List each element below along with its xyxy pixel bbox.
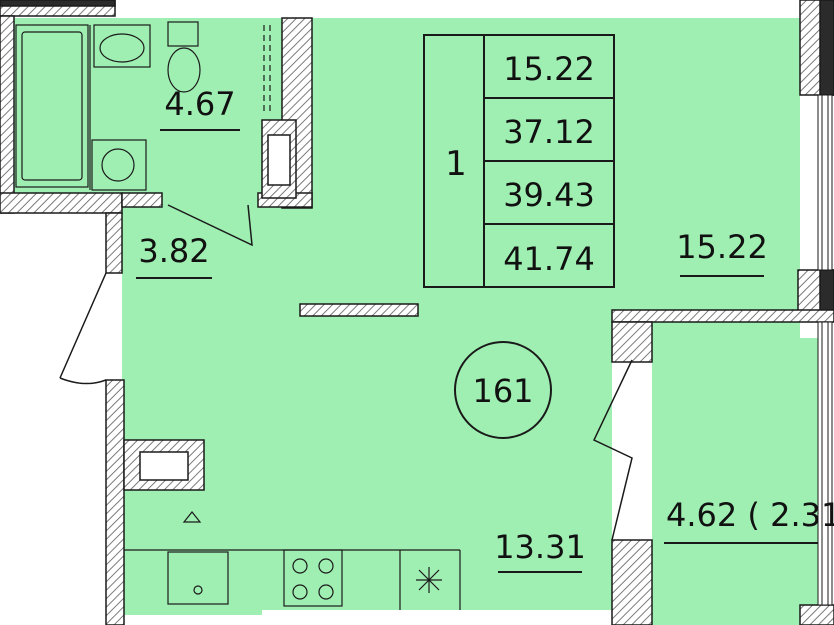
wall-bottom-left — [0, 192, 123, 214]
room-label-living: 15.22 — [676, 228, 768, 266]
kitchen-column-inner — [139, 451, 189, 481]
stove-icon — [283, 549, 343, 607]
wall-balcony-top — [611, 309, 834, 323]
door-gap-white — [612, 330, 652, 545]
window-right — [817, 94, 833, 271]
room-label-hallway: 3.82 — [138, 232, 209, 270]
wall-top-left-black — [0, 0, 116, 7]
wall-corridor-left-top — [105, 212, 123, 274]
bathroom-fixtures — [15, 21, 271, 191]
area-table-cell: 41.74 — [503, 240, 595, 278]
wall-bottom-right — [799, 604, 834, 625]
fan-icon — [416, 567, 442, 593]
apartment-number: 1 — [445, 144, 467, 184]
wall-left — [0, 15, 15, 214]
area-table-cell: 15.22 — [503, 50, 595, 88]
area-table-cell: 37.12 — [503, 113, 595, 151]
kitchen-sink-icon — [167, 551, 229, 605]
kitchen-fixtures — [124, 511, 461, 610]
toilet-icon — [167, 21, 201, 93]
triangle-marker-icon — [182, 511, 202, 523]
door-bathroom — [167, 204, 253, 247]
bathtub-icon — [15, 24, 89, 188]
sink-icon — [93, 24, 151, 68]
door-balcony — [593, 359, 633, 541]
windows — [817, 94, 833, 606]
hall-floor — [122, 195, 262, 615]
window-balcony — [817, 321, 833, 606]
wall-partition-bar — [299, 303, 419, 317]
wall-bathroom-bottom — [121, 192, 163, 208]
room-label-bathroom: 4.67 — [164, 85, 235, 123]
bath-column-inner — [267, 134, 291, 186]
unit-badge-circle — [454, 341, 552, 439]
room-label-balcony: 4.62 ( 2.31 — [666, 496, 834, 534]
balcony-floor — [652, 338, 820, 625]
area-table — [423, 34, 615, 288]
unit-badge: 161 — [472, 372, 533, 410]
room-label-kitchen: 13.31 — [494, 528, 586, 566]
door-entrance — [59, 272, 107, 385]
wall-corridor-left — [105, 379, 125, 625]
wall-balcony-left-top — [611, 321, 653, 363]
wall-right-top-black — [819, 0, 834, 96]
area-table-cell: 39.43 — [503, 176, 595, 214]
washing-machine-icon — [91, 139, 147, 191]
wall-balcony-left-bottom — [611, 539, 653, 625]
doors — [59, 204, 633, 541]
